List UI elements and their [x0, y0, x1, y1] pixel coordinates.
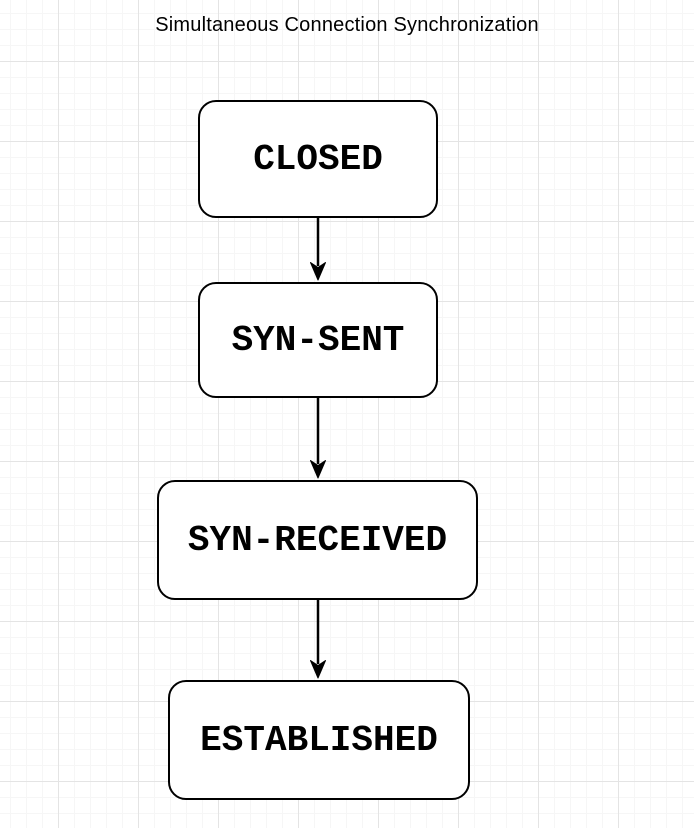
arrow-closed-to-syn-sent: [310, 218, 326, 281]
node-closed: CLOSED: [198, 100, 438, 218]
node-established: ESTABLISHED: [168, 680, 470, 800]
arrow-syn-sent-to-syn-received: [310, 398, 326, 479]
diagram-title: Simultaneous Connection Synchronization: [155, 14, 539, 36]
node-closed-label: CLOSED: [253, 138, 383, 180]
node-syn-sent: SYN-SENT: [198, 282, 438, 398]
arrow-syn-received-to-established: [310, 600, 326, 679]
node-syn-sent-label: SYN-SENT: [231, 319, 405, 361]
node-syn-received-label: SYN-RECEIVED: [187, 519, 448, 561]
node-syn-received: SYN-RECEIVED: [157, 480, 478, 600]
node-established-label: ESTABLISHED: [200, 719, 438, 761]
